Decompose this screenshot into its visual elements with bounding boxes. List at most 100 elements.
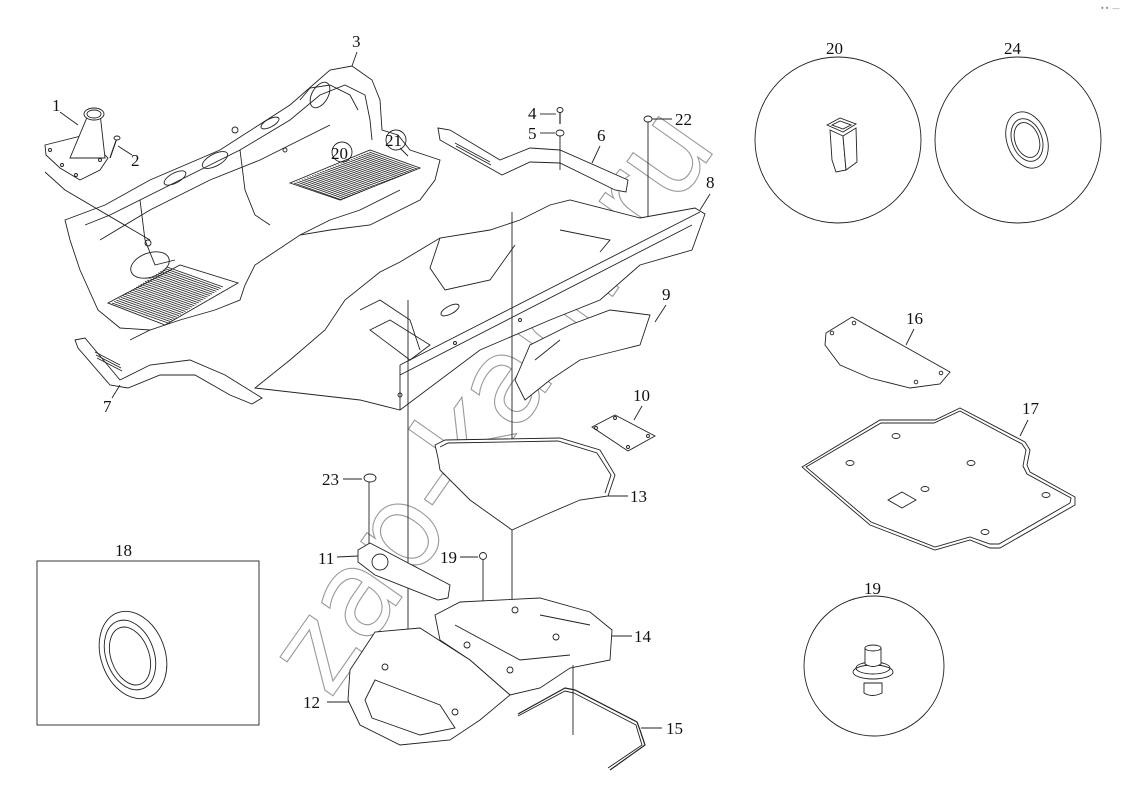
callout-4[interactable]: 4 (528, 104, 556, 123)
svg-text:19: 19 (440, 548, 457, 567)
callout-22[interactable]: 22 (652, 110, 692, 129)
svg-text:4: 4 (528, 104, 537, 123)
trunk-floor-mat[interactable] (434, 437, 616, 531)
mat-rib (293, 182, 343, 201)
right-door-sill-trim[interactable] (437, 127, 629, 193)
svg-text:20: 20 (331, 144, 348, 163)
callout-15[interactable]: 15 (641, 719, 683, 738)
callout-19[interactable]: 19 (440, 548, 478, 567)
callout-1[interactable]: 1 (52, 96, 79, 126)
callout-16[interactable]: 16 (905, 309, 923, 346)
mat-rib (340, 163, 389, 182)
shift-lever-boot-seat[interactable] (44, 107, 109, 181)
mat-rib (301, 179, 350, 198)
callout-20-circled[interactable]: 20 (331, 141, 353, 163)
mat-rib (147, 279, 204, 301)
mat-rib (299, 180, 348, 199)
front-floor-panel[interactable] (64, 65, 441, 331)
mat-rib (114, 301, 171, 322)
mat-rib (125, 293, 182, 315)
leader-line (129, 329, 151, 341)
grommet-icon (1005, 111, 1049, 169)
mat-rib (306, 177, 356, 196)
mat-rib (335, 165, 384, 184)
mat-rib (122, 295, 180, 317)
mat-rib (111, 302, 169, 324)
mat-rib (345, 161, 394, 179)
clip-fastener-icon (852, 644, 894, 696)
callout-21-circled[interactable]: 21 (385, 129, 409, 157)
mat-rib (138, 285, 195, 307)
plug-cap-part-23[interactable] (363, 473, 377, 545)
svg-text:12: 12 (303, 693, 320, 712)
mat-rib (166, 266, 224, 288)
left-door-sill-trim[interactable] (74, 337, 263, 405)
callout-12[interactable]: 12 (303, 693, 349, 712)
mat-rib (120, 296, 177, 318)
svg-text:11: 11 (318, 549, 334, 568)
mat-rib (155, 273, 213, 295)
washer-part-5[interactable] (555, 129, 565, 170)
mat-rib (144, 281, 202, 302)
svg-text:21: 21 (385, 131, 402, 150)
mat-rib (304, 178, 353, 197)
callout-13[interactable]: 13 (608, 487, 647, 506)
mat-rib (127, 292, 184, 314)
mat-rib (358, 155, 407, 174)
detail-view-20[interactable]: 20 (754, 39, 922, 224)
leader-line (44, 171, 151, 241)
mat-rib (296, 181, 345, 200)
svg-text:13: 13 (630, 487, 647, 506)
svg-text:14: 14 (634, 627, 652, 646)
svg-text:1: 1 (52, 96, 61, 115)
detail-view-19[interactable]: 19 (803, 579, 945, 737)
support-rod[interactable] (517, 687, 646, 771)
callout-10[interactable]: 10 (633, 386, 650, 421)
detail-view-24[interactable]: 24 (934, 39, 1102, 224)
callout-3[interactable]: 3 (351, 32, 361, 67)
callout-2[interactable]: 2 (117, 145, 140, 170)
callout-5[interactable]: 5 (528, 124, 555, 143)
mat-rib (149, 278, 206, 299)
svg-text:6: 6 (597, 126, 606, 145)
rear-floor-panel[interactable] (253, 199, 706, 411)
rear-wheel-arch-trim[interactable] (514, 309, 651, 401)
shield-bracket[interactable] (357, 542, 451, 601)
svg-text:16: 16 (906, 309, 923, 328)
mat-rib (311, 175, 361, 193)
mat-rib (133, 288, 191, 309)
trim-panel[interactable] (824, 316, 951, 389)
bolt-part-2[interactable] (109, 135, 121, 159)
callout-8[interactable]: 8 (699, 173, 715, 211)
svg-text:23: 23 (322, 470, 339, 489)
square-clip-icon (825, 117, 858, 173)
small-cover-plate[interactable] (591, 414, 656, 452)
mat-rib (309, 176, 358, 194)
callout-14[interactable]: 14 (612, 627, 652, 646)
front-underbody-shield[interactable] (347, 627, 511, 746)
callout-17[interactable]: 17 (1019, 399, 1040, 437)
callout-6[interactable]: 6 (591, 126, 606, 164)
callout-23[interactable]: 23 (322, 470, 362, 489)
bolt-part-4[interactable] (556, 107, 564, 125)
svg-text:2: 2 (131, 151, 140, 170)
mat-rib (350, 159, 400, 177)
mat-rib (158, 272, 215, 294)
detail-view-18[interactable]: 18 (36, 541, 260, 726)
mat-rib (116, 299, 173, 321)
mat-rib (322, 170, 371, 189)
callout-11[interactable]: 11 (318, 549, 359, 568)
svg-text:22: 22 (675, 110, 692, 129)
svg-text:9: 9 (662, 285, 671, 304)
spare-wheel-cover-board[interactable] (801, 407, 1076, 551)
mat-rib (337, 164, 387, 183)
callout-7[interactable]: 7 (103, 384, 121, 416)
mat-rib (317, 173, 366, 191)
callout-9[interactable]: 9 (654, 285, 671, 323)
mat-rib (131, 289, 188, 311)
mat-rib (327, 168, 376, 187)
mat-rib (330, 167, 379, 186)
mat-rib (160, 270, 217, 292)
mat-rib (363, 153, 412, 172)
